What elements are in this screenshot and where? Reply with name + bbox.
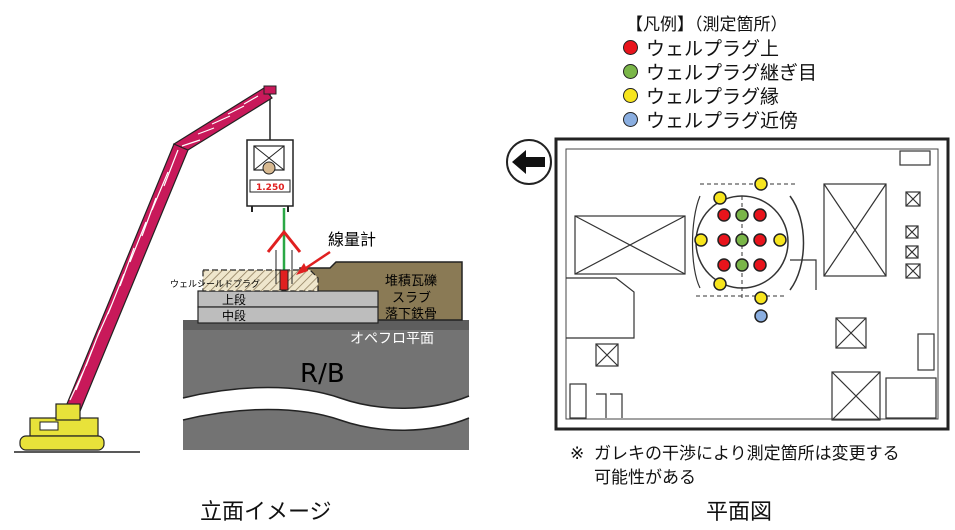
steel-label: 落下鉄骨	[385, 307, 437, 322]
debris-label: 堆積瓦礫	[385, 273, 437, 289]
yellow-dot-icon	[623, 88, 638, 103]
slab-label: スラブ	[392, 290, 431, 306]
legend-item-seam: ウェルプラグ継ぎ目	[623, 58, 817, 85]
legend-item-on-plug: ウェルプラグ上	[623, 34, 779, 61]
point-edge	[694, 233, 708, 247]
dosimeter	[279, 269, 289, 291]
slab-middle	[197, 306, 379, 324]
north-arrow-icon	[506, 139, 552, 185]
legend-item-nearby: ウェルプラグ近傍	[623, 106, 798, 133]
point-on-plug	[717, 258, 731, 272]
crane-display: 1.250	[256, 183, 284, 193]
dosimeter-label: 線量計	[328, 230, 376, 249]
plan-outer-wall	[554, 137, 950, 431]
plug-label: ウェルシールドプラグ	[170, 278, 260, 290]
point-edge	[773, 233, 787, 247]
blue-dot-icon	[623, 112, 638, 127]
red-dot-icon	[623, 40, 638, 55]
point-edge	[754, 291, 768, 305]
elevation-view: R/B オペフロ平面 堆積瓦礫 スラブ 落下鉄骨 上段 中段 ウェルシールドプラ…	[14, 85, 470, 453]
point-seam	[735, 233, 749, 247]
elevation-caption: 立面イメージ	[200, 500, 332, 525]
green-dot-icon	[623, 64, 638, 79]
legend-item-label: ウェルプラグ縁	[646, 86, 780, 108]
point-on-plug	[753, 208, 767, 222]
legend-item-label: ウェルプラグ上	[646, 38, 780, 60]
point-edge	[713, 191, 727, 205]
point-edge	[754, 177, 768, 191]
operating-floor	[183, 320, 469, 330]
slab-middle-label: 中段	[222, 308, 246, 323]
building-break	[183, 387, 469, 431]
crane-boom	[61, 85, 277, 417]
legend-item-label: ウェルプラグ継ぎ目	[646, 62, 818, 84]
building-label: R/B	[300, 359, 345, 389]
legend-item-edge: ウェルプラグ縁	[623, 82, 779, 109]
plan-note: ※ ガレキの干渉により測定箇所は変更する 可能性がある	[570, 442, 900, 490]
legend-item-label: ウェルプラグ近傍	[646, 110, 799, 132]
note-mark: ※	[570, 444, 585, 464]
measurement-points	[694, 177, 787, 323]
point-on-plug	[753, 258, 767, 272]
plan-caption: 平面図	[706, 500, 773, 525]
point-on-plug	[717, 233, 731, 247]
plan-rooms	[566, 150, 937, 421]
legend-title: 【凡例】（測定箇所）	[626, 15, 788, 35]
dosimeter-guide	[266, 229, 302, 253]
crane-body	[14, 403, 140, 453]
point-on-plug	[717, 208, 731, 222]
point-seam	[735, 258, 749, 272]
note-line-1: ガレキの干渉により測定箇所は変更する	[594, 444, 900, 464]
point-nearby	[754, 309, 768, 323]
plan-view	[506, 137, 950, 431]
note-line-2: 可能性がある	[594, 468, 696, 488]
point-on-plug	[753, 233, 767, 247]
point-seam	[735, 208, 749, 222]
point-edge	[713, 277, 727, 291]
slab-upper-label: 上段	[222, 292, 246, 307]
operating-floor-label: オペフロ平面	[350, 331, 434, 347]
